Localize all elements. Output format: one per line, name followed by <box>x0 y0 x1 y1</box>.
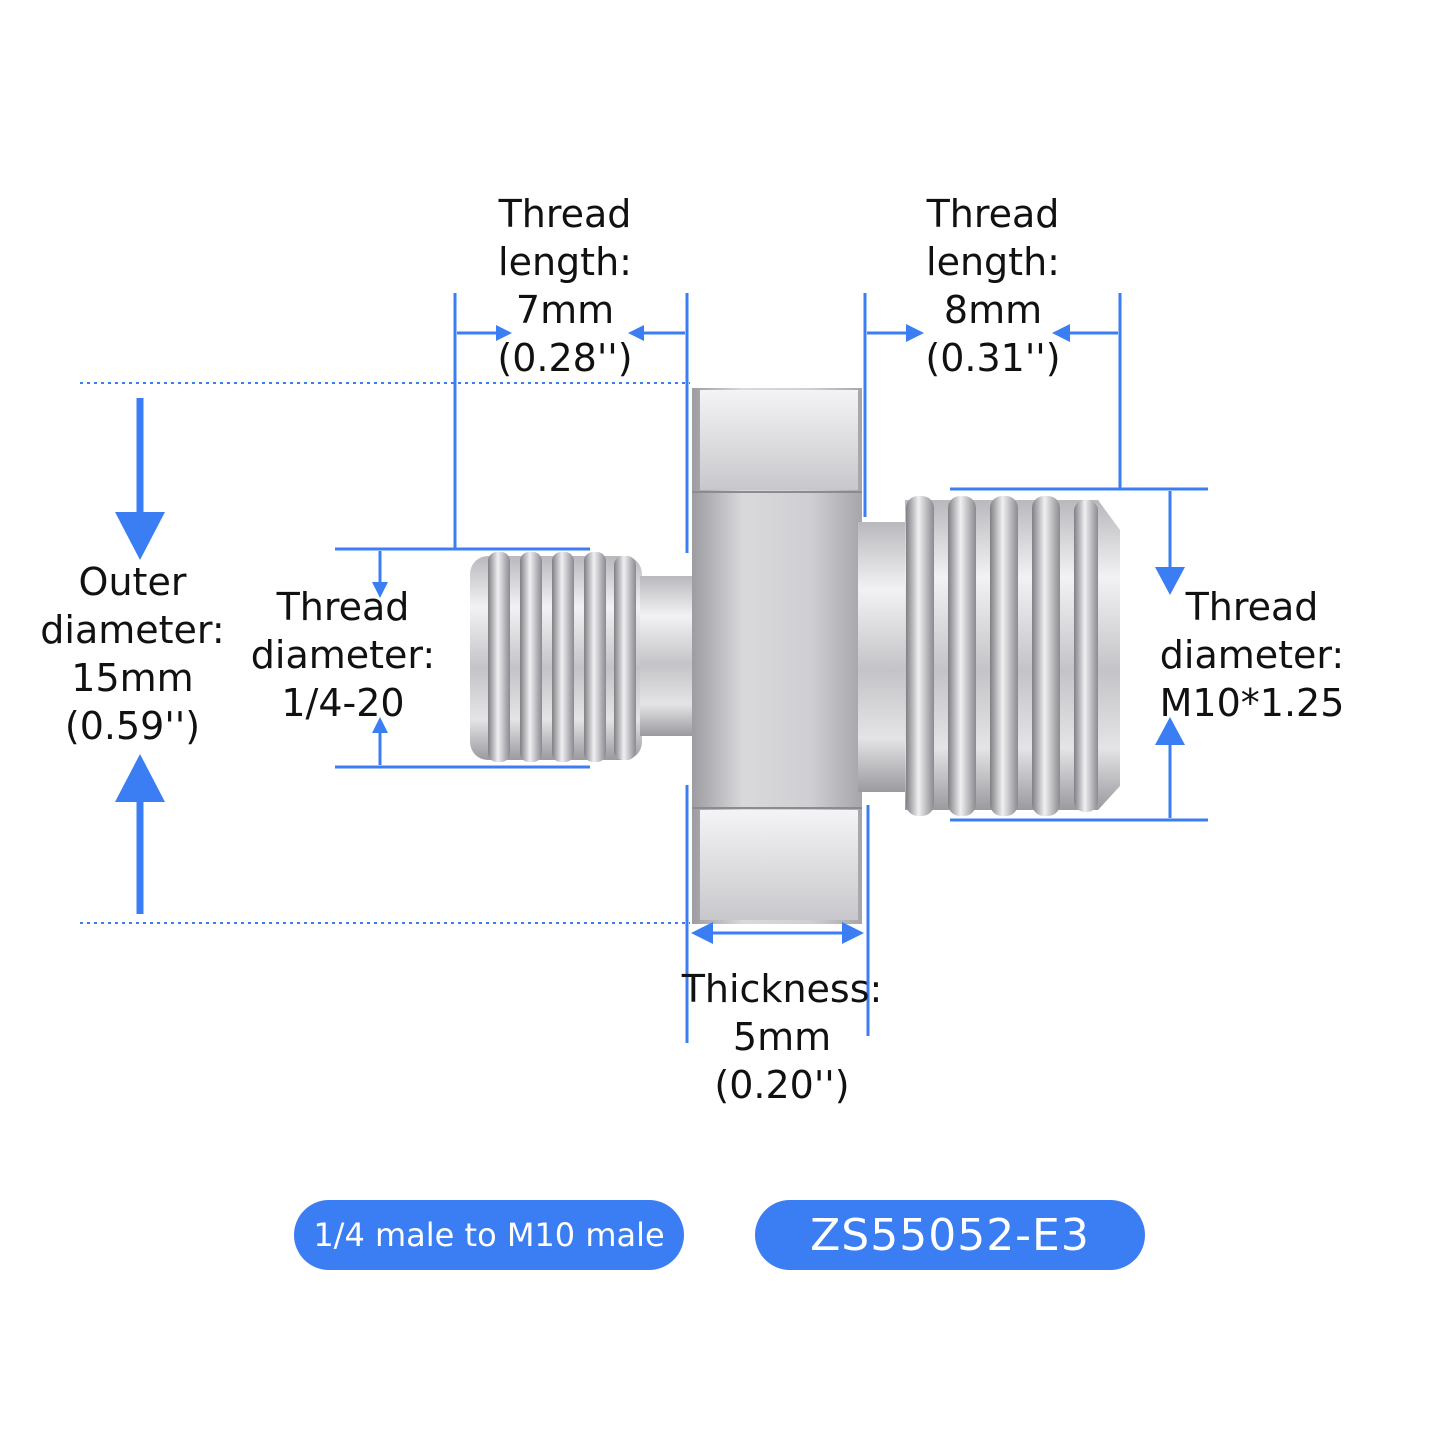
model-number-text: ZS55052-E3 <box>810 1209 1090 1261</box>
adapter-part <box>470 388 1120 924</box>
left-thread-length-label: Thread length: 7mm (0.28'') <box>497 192 633 380</box>
hex-nut-top-face <box>700 390 858 490</box>
small-neck <box>640 576 700 736</box>
right-thread-diameter-label: Thread diameter: M10*1.25 <box>1159 585 1345 725</box>
arrow-down-icon <box>1155 567 1185 595</box>
arrow-up-icon <box>372 717 388 733</box>
arrow-up-icon <box>115 754 165 802</box>
right-thread-length-label: Thread length: 8mm (0.31'') <box>925 192 1061 380</box>
small-thread-ridges <box>488 552 636 762</box>
dimension-lines <box>80 293 1208 1043</box>
adapter-type-text: 1/4 male to M10 male <box>313 1216 665 1254</box>
arrow-down-icon <box>115 512 165 560</box>
model-number-badge: ZS55052-E3 <box>755 1200 1145 1270</box>
arrow-left-icon <box>1052 324 1070 342</box>
large-thread-ridges <box>906 496 1098 816</box>
dimension-arrowheads <box>115 324 1185 944</box>
arrow-right-icon <box>496 325 512 341</box>
arrow-left-icon <box>628 325 644 341</box>
adapter-type-badge: 1/4 male to M10 male <box>294 1200 684 1270</box>
arrow-up-icon <box>1155 717 1185 745</box>
arrow-right-icon <box>906 324 924 342</box>
large-neck <box>858 522 910 792</box>
left-thread-diameter-label: Thread diameter: 1/4-20 <box>250 585 436 725</box>
arrow-left-icon <box>691 922 713 944</box>
hex-nut-bottom-face <box>700 810 858 920</box>
thickness-label: Thickness: 5mm (0.20'') <box>681 967 883 1107</box>
arrow-right-icon <box>842 922 864 944</box>
outer-diameter-label: Outer diameter: 15mm (0.59'') <box>40 560 225 748</box>
arrow-down-icon <box>372 582 388 598</box>
